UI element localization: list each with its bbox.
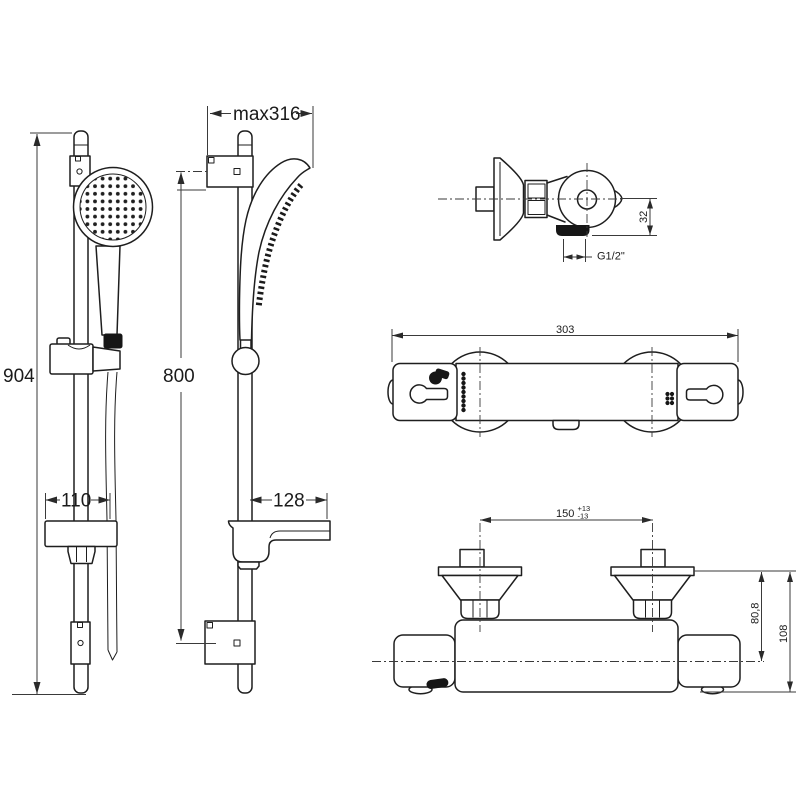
dim-bar-height-800: 800: [163, 172, 216, 644]
dim-label-150-tol-plus: +13: [578, 504, 591, 513]
slider-knob: [231, 346, 260, 376]
dim-label-808: 80,8: [750, 603, 762, 624]
flow-handle-front: [677, 634, 741, 688]
right-keyhole-grip: [685, 384, 724, 405]
dim-label-150: 150: [556, 508, 574, 520]
dim-label-32: 32: [638, 211, 650, 223]
dim-label-303: 303: [556, 324, 574, 336]
dish-mount-nut: [67, 545, 96, 565]
soap-dish-front: [44, 520, 118, 565]
shower-head-face: [72, 166, 154, 248]
dim-label-800: 800: [163, 366, 195, 387]
dim-label-904: 904: [3, 366, 35, 387]
mixer-body-top: [455, 362, 679, 422]
dim-rail-height-904: 904: [3, 132, 86, 695]
handle-socket: [92, 346, 121, 372]
dim-mixer-length-303: 303: [391, 324, 739, 362]
wall-bracket-bottom-side: [204, 620, 256, 665]
safety-stop-button: [426, 678, 449, 689]
figure-shower-rail-side: max316 800 128: [163, 104, 331, 694]
left-keyhole-grip: [409, 384, 449, 404]
bracket-screw-hole: [77, 639, 84, 647]
figure-mixer-side-view: G1/2" 32: [438, 157, 657, 263]
dim-dish-width-110: 110: [45, 491, 111, 519]
bracket-screw-hole: [76, 168, 83, 175]
figure-shower-rail-front: 904 110: [3, 130, 154, 695]
slider-holder: [49, 337, 121, 375]
shower-outlet-nipple: [556, 225, 590, 236]
shower-hose: [105, 371, 118, 661]
dim-label-128: 128: [273, 491, 305, 512]
dim-outlet-drop-32: 32: [592, 198, 657, 236]
temperature-scale-dots: [461, 371, 466, 413]
hose-break-symbol: [107, 649, 118, 661]
wall-bracket-top-side: [206, 155, 254, 188]
wall-bracket-bottom-front: [70, 621, 91, 665]
dim-dish-depth-128: 128: [250, 491, 328, 519]
soap-dish-side: [227, 520, 331, 570]
dish-mount-nut-side: [237, 561, 260, 570]
dim-label-g12: G1/2": [597, 251, 625, 263]
figure-mixer-front-view: 150 +13 -13 80,8 108: [372, 504, 796, 695]
hose-grip-nut: [103, 333, 123, 349]
dim-label-150-tol-minus: -13: [578, 512, 589, 521]
spray-plate-nozzles: [79, 173, 147, 241]
temperature-control-icon: [429, 368, 450, 385]
figure-mixer-top-view: 303: [387, 324, 744, 437]
outlet-tab-top: [552, 419, 580, 431]
dim-flange-height-808: 80,8: [694, 570, 796, 661]
mixer-body-front: [454, 619, 679, 693]
dim-label-108: 108: [778, 625, 790, 643]
hand-shower-handle: [95, 245, 121, 336]
dim-label-110: 110: [61, 491, 91, 512]
dim-label-max316: max316: [233, 104, 301, 125]
dim-max-offset-316: max316: [207, 104, 314, 168]
dim-outlet-thread: G1/2": [563, 239, 625, 263]
hand-shower-side-profile: [238, 158, 311, 349]
flow-symbol-dots: [665, 391, 675, 406]
dim-connection-centers-150: 150 +13 -13: [480, 504, 653, 523]
dim-total-depth-108: 108: [700, 572, 796, 693]
